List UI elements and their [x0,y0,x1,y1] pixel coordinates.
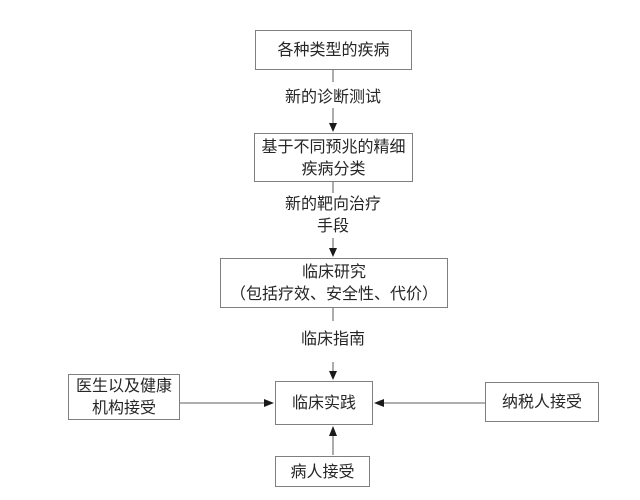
node-clinical-practice: 临床实践 [275,381,373,425]
arrow-taxpayers-to-practice [374,399,485,407]
arrow-doctors-to-practice [180,399,274,407]
edge-label-new-targeted-therapy: 新的靶向治疗 手段 [284,193,382,237]
node-doctors-health-institutions-accept: 医生以及健康 机构接受 [68,374,180,420]
node-taxpayers-accept: 纳税人接受 [485,382,599,422]
edge-label-clinical-guideline: 临床指南 [300,328,366,350]
edge-label-new-diagnostic-test: 新的诊断测试 [284,86,382,108]
node-fine-disease-classification: 基于不同预兆的精细 疾病分类 [254,133,413,182]
node-diseases: 各种类型的疾病 [255,30,412,70]
arrow-patients-to-practice [329,426,337,455]
node-patients-accept: 病人接受 [275,456,370,487]
node-clinical-research: 临床研究 （包括疗效、安全性、代价） [220,258,448,308]
